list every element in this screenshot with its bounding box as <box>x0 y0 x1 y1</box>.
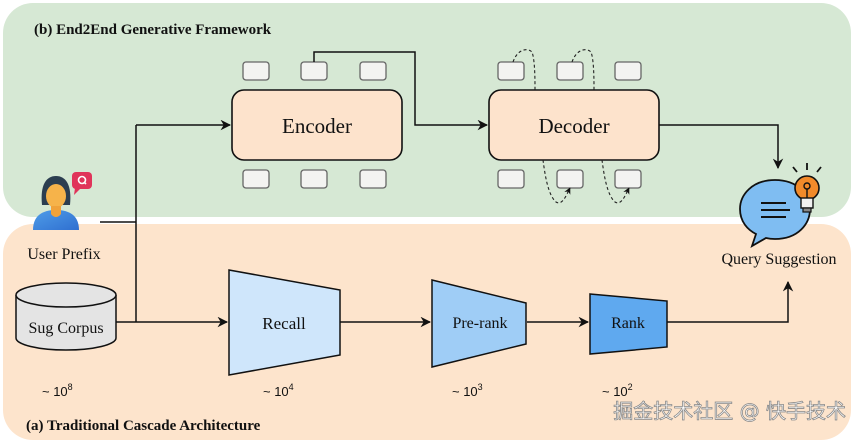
sug-corpus-database-icon: Sug Corpus <box>15 282 117 351</box>
token <box>242 61 270 81</box>
encoder-label: Encoder <box>282 114 352 138</box>
token <box>497 61 525 81</box>
sug-corpus-label: Sug Corpus <box>28 320 103 337</box>
recall-scale: ~ 104 <box>263 382 294 399</box>
autoregressive-loops <box>512 49 630 204</box>
prerank-scale: ~ 103 <box>452 382 483 399</box>
generative-framework-panel <box>3 3 851 217</box>
cascade-stage-prerank: Pre-rank <box>431 279 527 368</box>
rank-scale: ~ 102 <box>602 382 633 399</box>
decoder-label: Decoder <box>538 114 609 138</box>
rank-label: Rank <box>611 315 645 332</box>
token <box>359 169 387 189</box>
user-prefix-label: User Prefix <box>27 246 100 263</box>
token <box>614 61 642 81</box>
token <box>242 169 270 189</box>
cascade-architecture-panel <box>3 224 851 440</box>
token <box>556 61 584 81</box>
query-suggestion-label: Query Suggestion <box>721 251 836 268</box>
cascade-stage-recall: Recall <box>228 269 341 376</box>
token <box>556 169 584 189</box>
generative-panel-title: (b) End2End Generative Framework <box>34 22 272 38</box>
scale-labels: ~ 108 ~ 104 ~ 103 ~ 102 <box>42 382 633 399</box>
prerank-label: Pre-rank <box>452 315 507 332</box>
user-with-search-bubble-icon <box>33 172 92 230</box>
token <box>300 61 328 81</box>
decoder-tokens <box>497 61 642 189</box>
token <box>359 61 387 81</box>
cascade-stage-rank: Rank <box>589 293 668 355</box>
watermark: 掘金技术社区 @ 快手技术 <box>613 399 846 423</box>
encoder-block <box>231 89 403 161</box>
cascade-panel-title: (a) Traditional Cascade Architecture <box>26 418 261 434</box>
corpus-scale: ~ 108 <box>42 382 73 399</box>
connectors <box>100 51 794 328</box>
encoder-input-tokens <box>242 61 387 189</box>
token <box>300 169 328 189</box>
token <box>614 169 642 189</box>
chat-bubble-lightbulb-icon <box>739 163 822 248</box>
token <box>497 169 525 189</box>
recall-label: Recall <box>262 314 306 333</box>
